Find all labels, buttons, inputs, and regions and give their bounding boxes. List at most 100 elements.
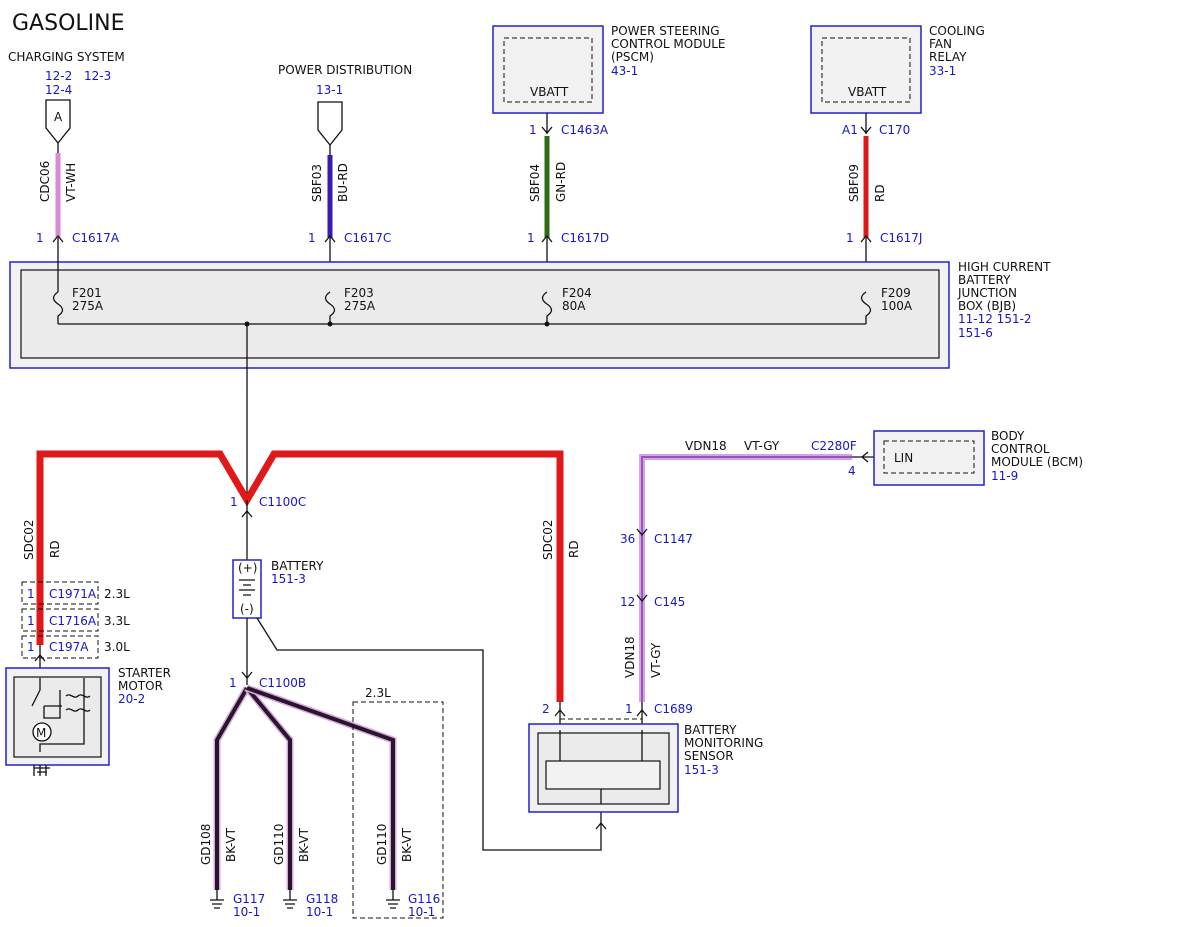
starter-feed-arrow: [34, 653, 46, 662]
battery-neg-arrow: [241, 671, 253, 680]
bjb-label-1: HIGH CURRENT: [958, 260, 1051, 274]
bcm-ref[interactable]: 11-9: [991, 469, 1018, 483]
pscm-ref[interactable]: 43-1: [611, 64, 638, 78]
ground-g118-icon: [283, 890, 297, 909]
wire-sbf03-color: BU-RD: [336, 163, 350, 202]
charging-system-ref-1[interactable]: 12-2: [45, 69, 72, 83]
lin-wire-pin-num: 4: [848, 464, 856, 478]
ground-g118-circuit: GD110: [272, 824, 286, 865]
lin-wire-color: VT-GY: [744, 439, 780, 453]
bcm-box[interactable]: [873, 430, 985, 486]
cooling-fan-pin-name: VBATT: [848, 85, 887, 99]
ground-g117-ref[interactable]: 10-1: [233, 905, 260, 919]
bjb-ref-2[interactable]: 151-6: [958, 326, 993, 340]
fuse-f204-symbol[interactable]: [541, 291, 553, 324]
lin-wire-arrow: [860, 451, 869, 463]
wire-sbf04-arrow: [541, 234, 553, 243]
starter-switch-lines: [31, 678, 85, 752]
battery-ref[interactable]: 151-3: [271, 572, 306, 586]
battery-label: BATTERY: [271, 559, 324, 573]
ground-g117-name[interactable]: G117: [233, 892, 265, 906]
ground-g116-name[interactable]: G116: [408, 892, 440, 906]
wire-sbf03-connector[interactable]: C1617C: [344, 231, 391, 245]
starter-connector-2-box: [21, 608, 99, 632]
ground-g118-name[interactable]: G118: [306, 892, 338, 906]
c1100b-connector[interactable]: C1100B: [259, 676, 306, 690]
connector-a-letter: A: [54, 110, 63, 124]
fuse-f201-symbol[interactable]: [52, 291, 64, 324]
c1100c-arrow: [241, 509, 253, 518]
charging-system-ref-2[interactable]: 12-3: [84, 69, 111, 83]
wire-sbf09-color: RD: [873, 184, 887, 202]
ground-g117-color: BK-VT: [224, 827, 238, 862]
starter-connector-3-pin: 1: [27, 640, 35, 654]
bms-connector[interactable]: C1689: [654, 702, 693, 716]
starter-connector-1-pin: 1: [27, 587, 35, 601]
bcm-label-3: MODULE (BCM): [991, 455, 1083, 469]
ground-g116-color: BK-VT: [400, 827, 414, 862]
ground-cable-g116[interactable]: [246, 686, 395, 890]
bms-sensor-element: [545, 760, 661, 790]
left-cable-color: RD: [48, 540, 62, 558]
starter-connector-3-name[interactable]: C197A: [49, 640, 89, 654]
battery-plus: (+): [238, 561, 257, 575]
bjb-ref-1[interactable]: 11-12 151-2: [958, 312, 1032, 326]
bjb-label-3: JUNCTION: [957, 286, 1017, 300]
fuse-f201-rating: 275A: [72, 299, 104, 313]
starter-connector-2-name[interactable]: C1716A: [49, 614, 97, 628]
wire-sbf04-top-connector[interactable]: C1463A: [561, 123, 609, 137]
diagram-title: GASOLINE: [12, 11, 124, 36]
fuse-f203-symbol[interactable]: [324, 291, 336, 324]
cooling-fan-relay-inner: [821, 37, 911, 103]
bms-ref[interactable]: 151-3: [684, 763, 719, 777]
wire-cdc06-arrow: [52, 234, 64, 243]
starter-connector-1-name[interactable]: C1971A: [49, 587, 97, 601]
starter-connector-2-engine: 3.3L: [104, 614, 130, 628]
fuse-f209-id: F209: [881, 286, 911, 300]
pscm-label-1: POWER STEERING: [611, 24, 720, 38]
power-distribution-ref[interactable]: 13-1: [316, 83, 343, 97]
ground-variant-label: 2.3L: [365, 686, 391, 700]
fuse-f209-symbol[interactable]: [860, 291, 872, 324]
power-distribution-connector-symbol: [317, 101, 343, 147]
wire-sbf09-connector[interactable]: C1617J: [880, 231, 922, 245]
wire-sbf03-pin-num: 1: [308, 231, 316, 245]
lin-wire[interactable]: [641, 456, 852, 702]
bjb-label-2: BATTERY: [958, 273, 1011, 287]
pscm-module[interactable]: [492, 25, 604, 114]
battery-symbol[interactable]: [232, 559, 262, 619]
ground-g116-ref[interactable]: 10-1: [408, 905, 435, 919]
ground-cable-g117[interactable]: [215, 687, 249, 890]
bjb-label-4: BOX (BJB): [958, 299, 1016, 313]
ground-g118-ref[interactable]: 10-1: [306, 905, 333, 919]
lin-wire-connector[interactable]: C2280F: [811, 439, 857, 453]
starter-label-2: MOTOR: [118, 679, 163, 693]
ground-g116-circuit: GD110: [375, 824, 389, 865]
wire-sbf09-pin-num: 1: [846, 231, 854, 245]
bms-label-1: BATTERY: [684, 723, 737, 737]
c145-connector[interactable]: C145: [654, 595, 685, 609]
c1100b-pin: 1: [229, 676, 237, 690]
battery-cells-icon: [239, 579, 255, 596]
starter-ref[interactable]: 20-2: [118, 692, 145, 706]
wire-cdc06-connector[interactable]: C1617A: [72, 231, 120, 245]
ground-cable-g118[interactable]: [245, 686, 292, 890]
cooling-fan-ref[interactable]: 33-1: [929, 64, 956, 78]
wire-sbf03-arrow: [324, 234, 336, 243]
ground-g118-color: BK-VT: [297, 827, 311, 862]
c1100c-connector[interactable]: C1100C: [259, 495, 306, 509]
starter-connector-3-engine: 3.0L: [104, 640, 130, 654]
cooling-fan-relay[interactable]: [810, 25, 922, 114]
starter-motor-inner: [13, 676, 102, 758]
c1147-connector[interactable]: C1147: [654, 532, 693, 546]
wire-sbf09-top-connector[interactable]: C170: [879, 123, 910, 137]
pscm-inner: [503, 37, 593, 103]
charging-system-ref-3[interactable]: 12-4: [45, 83, 72, 97]
fuse-f209-rating: 100A: [881, 299, 913, 313]
wire-cdc06-color: VT-WH: [64, 163, 78, 202]
right-cable-circuit: SDC02: [541, 519, 555, 560]
starter-connector-1-engine: 2.3L: [104, 587, 130, 601]
wire-sbf04-connector[interactable]: C1617D: [561, 231, 609, 245]
battery-minus: (-): [240, 602, 254, 616]
